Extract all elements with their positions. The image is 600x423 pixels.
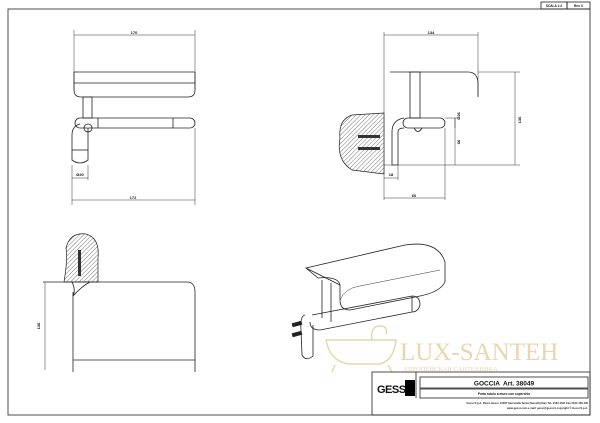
watermark: LUX-SANTEH ЕВРОПЕЙСКАЯ САНТЕХНИКА <box>325 325 558 373</box>
drawing-frame <box>7 8 591 416</box>
dim-side-wall-offset: 18 <box>389 172 394 177</box>
watermark-subtitle: ЕВРОПЕЙСКАЯ САНТЕХНИКА <box>404 365 498 373</box>
watermark-title: LUX-SANTEH <box>400 339 558 366</box>
gessi-logo: GESSI <box>377 384 409 396</box>
dim-bottom-width: 172 <box>130 195 137 200</box>
footer-line-1: Gessi S.p.A. Parco Gessi, 13037 Serraval… <box>466 401 588 405</box>
header-box: SCALA 1:2 Rev. 0 <box>540 1 591 10</box>
isometric-view <box>291 243 446 360</box>
product-description: Porta rotolo a muro con coperchio <box>478 392 530 396</box>
dim-side-diameter: Ø26 <box>456 111 461 119</box>
scale-label: SCALA 1:2 <box>546 4 563 8</box>
dim-side-projection: 60 <box>412 193 417 198</box>
dim-side-bar-height: 66 <box>456 139 461 144</box>
bathtub-logo <box>325 325 397 373</box>
top-view: 170 Ø20 172 <box>71 30 196 205</box>
dim-side-depth: 134 <box>428 30 435 35</box>
dim-top-width: 170 <box>131 30 138 35</box>
product-title: GOCCIA Art. 38049 <box>474 381 535 388</box>
dim-bar-diameter: Ø20 <box>76 172 84 177</box>
revision-label: Rev. 0 <box>574 4 583 8</box>
side-view: 134 136 66 Ø26 18 60 <box>338 30 522 200</box>
front-view: 136 <box>36 233 196 372</box>
title-block: GESSI GOCCIA Art. 38049 Porta rotolo a m… <box>371 371 591 416</box>
dim-side-height: 136 <box>517 116 522 123</box>
dim-front-height: 136 <box>36 322 41 329</box>
footer-line-2: www.gessi.com e-mail: gessi@gessi.it cop… <box>506 406 588 410</box>
logo-block <box>405 380 415 396</box>
